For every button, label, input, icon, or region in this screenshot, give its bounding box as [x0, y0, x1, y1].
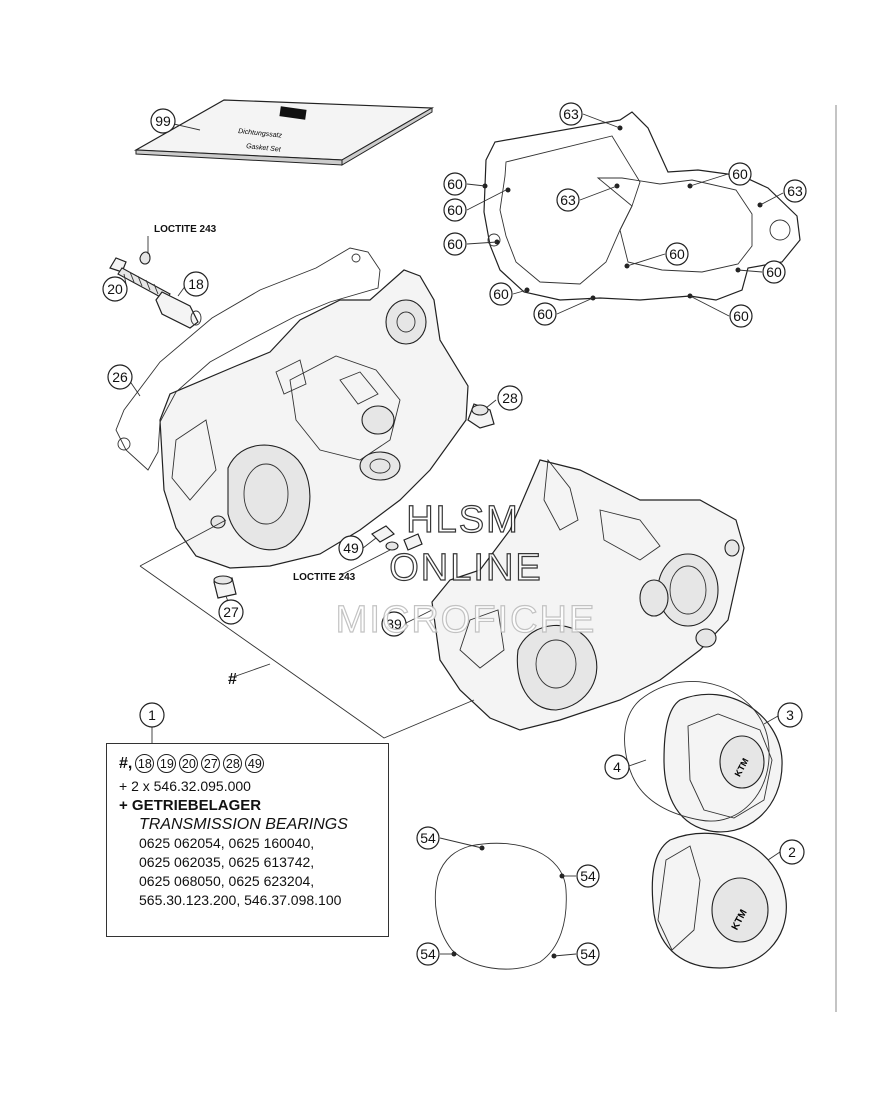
manual-cover-text-1: Dichtungssatz [238, 128, 283, 140]
legend-ref-49: 49 [245, 754, 265, 773]
assembly-outline [139, 519, 475, 739]
callout-27: 27 [218, 599, 244, 625]
callout-49: 49 [338, 535, 364, 561]
legend-part-line: 0625 062054, 0625 160040, [139, 835, 315, 851]
callout-60: 60 [443, 172, 467, 196]
legend-heading-de: + GETRIEBELAGER [119, 797, 262, 814]
callout-63: 63 [556, 188, 580, 212]
callout-number: 60 [733, 308, 749, 324]
callout-number: 3 [786, 707, 794, 723]
callout-number: 60 [537, 306, 553, 322]
callout-number: 39 [386, 616, 402, 632]
ignition-cover-gasket [434, 842, 567, 970]
callout-number: 49 [343, 540, 359, 556]
callout-number: 60 [447, 176, 463, 192]
ignition-cover: KTM [651, 832, 787, 969]
callout-20: 20 [102, 276, 128, 302]
legend-heading-en: TRANSMISSION BEARINGS [139, 816, 348, 833]
callout-number: 54 [420, 946, 436, 962]
manual-cover-text-2: Gasket Set [246, 143, 282, 154]
callout-54: 54 [416, 826, 440, 850]
callout-number: 18 [188, 276, 204, 292]
loctite-label-mid: LOCTITE 243 [293, 572, 356, 583]
legend-part-line: 0625 062035, 0625 613742, [139, 854, 315, 870]
gasket-leader-lines [466, 113, 784, 317]
screw-and-dowel [109, 251, 202, 329]
legend-ref-20: 20 [179, 754, 199, 773]
callout-number: 27 [223, 604, 239, 620]
callout-2: 2 [779, 839, 805, 865]
callout-63: 63 [783, 179, 807, 203]
callout-1: 1 [139, 702, 165, 728]
outer-clutch-cover: KTM [663, 693, 783, 833]
crankcase-gasket [482, 111, 801, 301]
callout-number: 26 [112, 369, 128, 385]
callout-60: 60 [762, 260, 786, 284]
watermark-line-2: ONLINE [389, 547, 542, 589]
callout-39: 39 [381, 611, 407, 637]
callout-3: 3 [777, 702, 803, 728]
callout-number: 63 [560, 192, 576, 208]
callout-number: 60 [732, 166, 748, 182]
parts-legend-box: #, 18 19 20 27 28 49 + 2 x 546.32.095.00… [106, 743, 389, 937]
callout-number: 60 [766, 264, 782, 280]
watermark: HLSM ONLINE MICROFICHE [335, 498, 597, 641]
callout-60: 60 [443, 232, 467, 256]
callout-number: 60 [447, 236, 463, 252]
callout-number: 2 [788, 844, 796, 860]
callout-number: 99 [155, 113, 171, 129]
callout-99: 99 [150, 108, 176, 134]
gasket-set-manual: Dichtungssatz Gasket Set [133, 99, 435, 166]
oil-plug [371, 525, 423, 551]
loctite-label-top: LOCTITE 243 [154, 224, 217, 235]
callout-63: 63 [559, 102, 583, 126]
callout-18: 18 [183, 271, 209, 297]
legend-ref-18: 18 [135, 754, 155, 773]
right-crankcase-half [431, 458, 745, 731]
left-crankcase-gasket [115, 247, 381, 471]
hash-marker: # [228, 671, 237, 688]
callout-number: 4 [613, 759, 621, 775]
sleeve-bushing [467, 403, 495, 429]
left-crankcase-half [159, 269, 469, 569]
callout-4: 4 [604, 754, 630, 780]
callout-26: 26 [107, 364, 133, 390]
legend-part-line: 0625 068050, 0625 623204, [139, 873, 315, 889]
callout-number: 1 [148, 707, 156, 723]
callout-54: 54 [576, 864, 600, 888]
callout-number: 54 [420, 830, 436, 846]
watermark-line-1: HLSM [406, 499, 520, 541]
callout-60: 60 [533, 302, 557, 326]
callout-number: 63 [563, 106, 579, 122]
callout-number: 54 [580, 946, 596, 962]
legend-part-line: 565.30.123.200, 546.37.098.100 [139, 892, 342, 908]
legend-bearing-count: + 2 x 546.32.095.000 [119, 778, 251, 794]
callout-60: 60 [443, 198, 467, 222]
legend-ref-27: 27 [201, 754, 221, 773]
callout-60: 60 [728, 162, 752, 186]
callout-number: 28 [502, 390, 518, 406]
part-leader-lines [123, 121, 781, 957]
callout-54: 54 [576, 942, 600, 966]
callout-number: 63 [787, 183, 803, 199]
callout-60: 60 [489, 282, 513, 306]
ktm-logo-icon [279, 106, 307, 120]
legend-ref-28: 28 [223, 754, 243, 773]
dowel-pin [213, 575, 237, 599]
legend-ref-19: 19 [157, 754, 177, 773]
callout-number: 60 [447, 202, 463, 218]
callout-number: 54 [580, 868, 596, 884]
callout-60: 60 [729, 304, 753, 328]
legend-hash: #, [119, 755, 133, 772]
watermark-line-3: MICROFICHE [336, 599, 597, 641]
clutch-cover-gasket [624, 681, 770, 822]
legend-refs-row: #, 18 19 20 27 28 49 [119, 754, 380, 773]
callout-number: 60 [669, 246, 685, 262]
callout-60: 60 [665, 242, 689, 266]
callout-number: 20 [107, 281, 123, 297]
callout-28: 28 [497, 385, 523, 411]
callout-number: 60 [493, 286, 509, 302]
callout-54: 54 [416, 942, 440, 966]
